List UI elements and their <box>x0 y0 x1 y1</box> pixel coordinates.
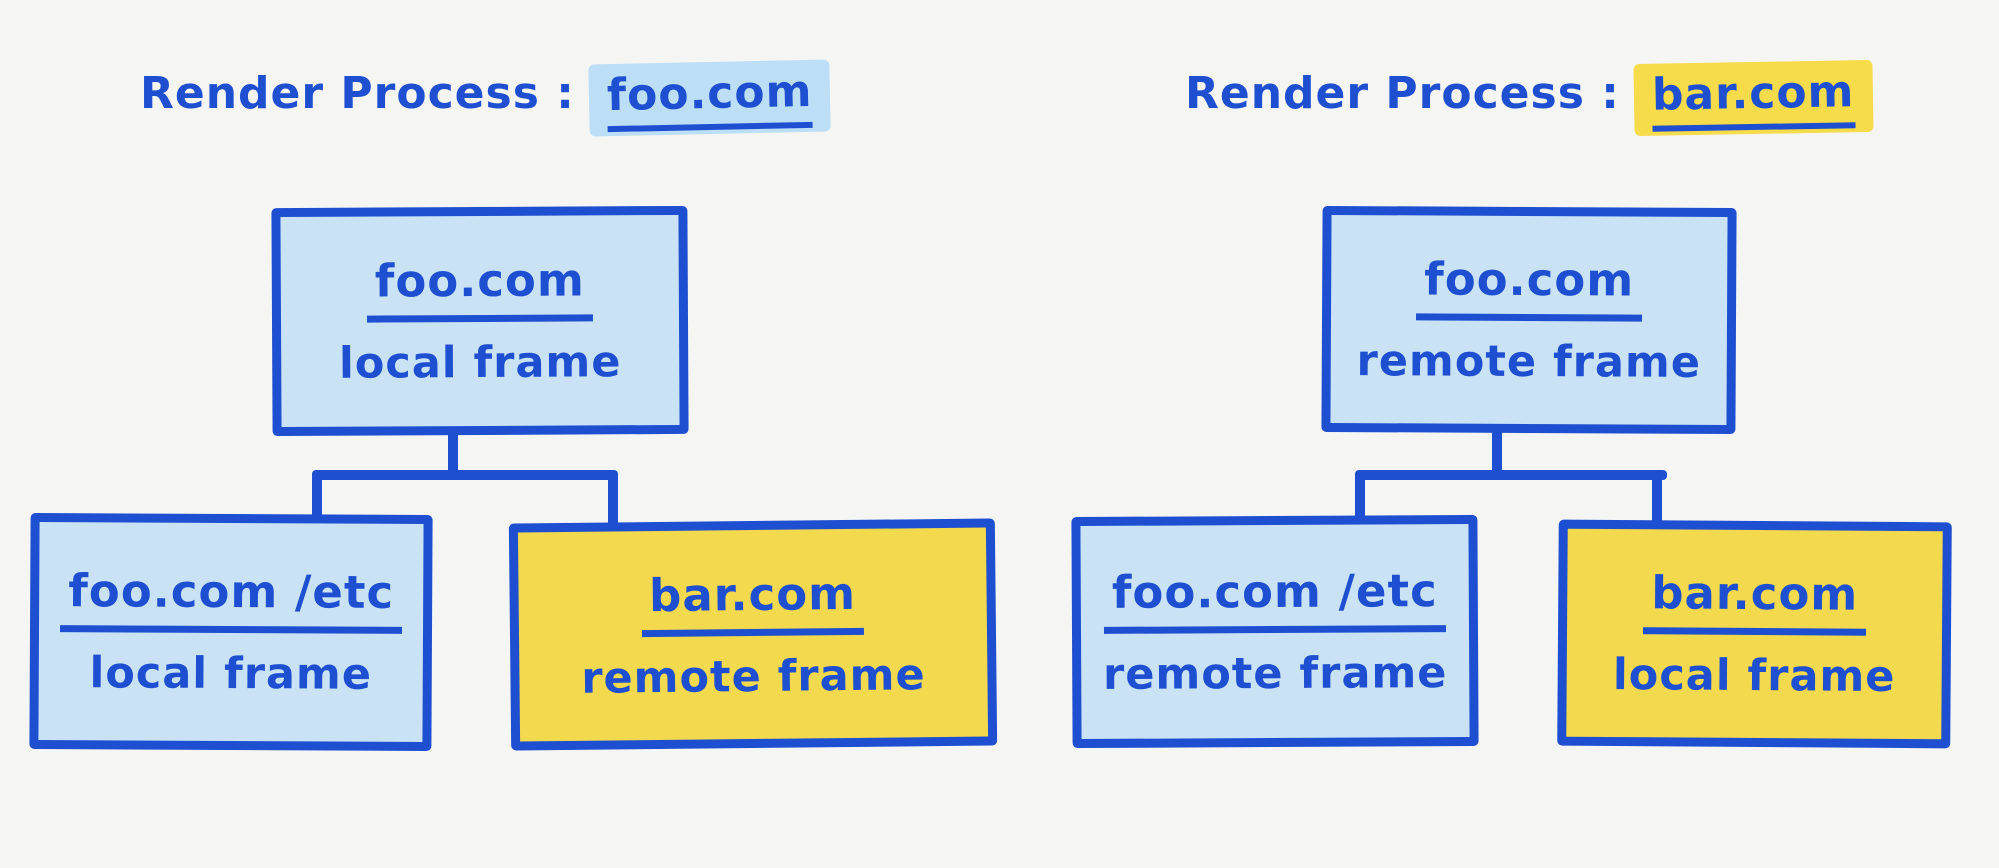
frame-domain: foo.com /etc <box>60 564 403 634</box>
frame-domain: foo.com <box>366 253 593 323</box>
frame-domain: foo.com /etc <box>1103 563 1446 634</box>
connector-stem <box>1492 428 1502 478</box>
frame-node-child: bar.com remote frame <box>508 518 998 751</box>
connector-drop-left <box>312 474 322 522</box>
frame-type: local frame <box>89 648 373 700</box>
frame-node-root: foo.com remote frame <box>1321 205 1737 435</box>
render-process-title-bar: Render Process : bar.com <box>1185 59 1873 137</box>
render-process-title-foo: Render Process : foo.com <box>140 59 832 137</box>
frame-node-child: foo.com /etc local frame <box>29 512 433 752</box>
connector-drop-left <box>1355 474 1365 524</box>
connector-bar <box>312 470 618 480</box>
title-domain-highlight: foo.com <box>588 59 832 137</box>
frame-type: local frame <box>1612 650 1896 702</box>
frame-domain: bar.com <box>640 566 865 637</box>
frame-node-root: foo.com local frame <box>271 205 689 437</box>
title-prefix: Render Process : <box>140 68 575 119</box>
title-domain: bar.com <box>1651 66 1855 132</box>
frame-domain: bar.com <box>1643 566 1867 636</box>
frame-type: local frame <box>338 337 622 389</box>
frame-type: remote frame <box>1102 647 1448 700</box>
frame-type: remote frame <box>1356 336 1702 388</box>
title-prefix: Render Process : <box>1185 68 1620 119</box>
connector-drop-right <box>608 474 618 530</box>
frame-domain: foo.com <box>1415 252 1643 322</box>
connector-stem <box>448 430 458 478</box>
frame-type: remote frame <box>581 649 926 704</box>
frame-node-child: foo.com /etc remote frame <box>1071 514 1479 749</box>
title-domain: foo.com <box>606 65 813 133</box>
title-domain-highlight: bar.com <box>1633 59 1873 137</box>
frame-node-child: bar.com local frame <box>1557 519 1952 749</box>
connector-bar <box>1355 470 1667 480</box>
connector-drop-right <box>1652 474 1662 530</box>
